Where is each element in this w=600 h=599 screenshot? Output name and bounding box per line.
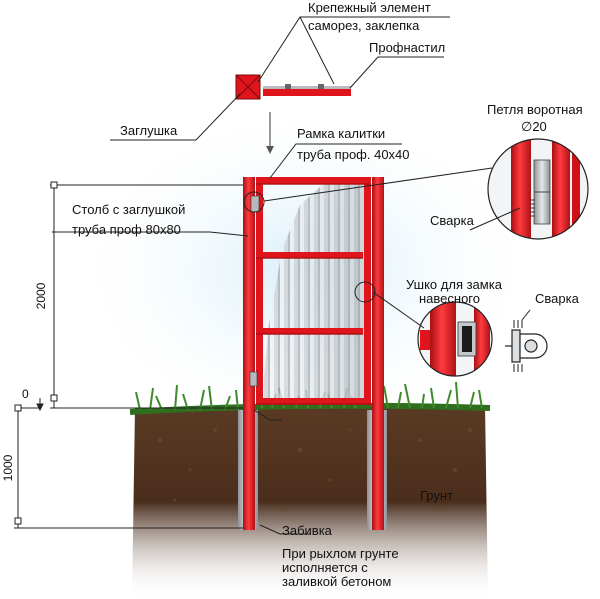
frame-label-line2: труба проф. 40х40 bbox=[297, 147, 410, 162]
dimension-zero-level: 0 bbox=[22, 387, 29, 401]
post-label-line2: труба проф 80х80 bbox=[72, 222, 181, 237]
fastener-label-line2: саморез, заклепка bbox=[308, 18, 420, 33]
right-post bbox=[372, 177, 384, 530]
drive-label-line3: исполняется с bbox=[282, 560, 368, 575]
zaglushka-label: Заглушка bbox=[120, 123, 178, 138]
fastener-label-line1: Крепежный элемент bbox=[308, 0, 431, 15]
hinge-diameter-label: ∅20 bbox=[521, 119, 547, 134]
lock-eye-sketch bbox=[505, 320, 548, 372]
drive-label-line4: заливкой бетоном bbox=[282, 574, 391, 589]
ground-label: Грунт bbox=[420, 488, 453, 503]
lock-eye-detail-view bbox=[417, 301, 493, 377]
hinge-detail-view bbox=[487, 138, 589, 240]
frame-label-line1: Рамка калитки bbox=[297, 126, 385, 141]
latch-small bbox=[249, 371, 258, 387]
down-arrow-icon bbox=[266, 112, 274, 154]
left-post bbox=[243, 177, 255, 530]
leader-lines bbox=[52, 16, 531, 535]
soil-section bbox=[132, 405, 488, 599]
drive-label-line2: При рыхлом грунте bbox=[282, 546, 399, 561]
post-label-line1: Столб с заглушкой bbox=[72, 202, 185, 217]
cap-and-sheet-assembly bbox=[235, 74, 351, 100]
lock-callout-marker bbox=[354, 281, 376, 303]
hinge-callout-marker bbox=[243, 191, 265, 213]
weld-lock-label: Сварка bbox=[535, 291, 580, 306]
weld-hinge-label: Сварка bbox=[430, 213, 475, 228]
gate-frame bbox=[256, 177, 371, 405]
profnastil-label: Профнастил bbox=[369, 40, 445, 55]
lock-label-line1: Ушко для замка bbox=[406, 277, 503, 292]
dimension-labels: 2000 1000 0 bbox=[1, 282, 48, 481]
hinge-label-line1: Петля воротная bbox=[487, 102, 583, 117]
dimension-height-below: 1000 bbox=[1, 454, 15, 481]
hinge-small bbox=[250, 195, 260, 213]
labels: Крепежный элемент саморез, заклепка Проф… bbox=[72, 0, 583, 589]
dimension-height-above: 2000 bbox=[34, 282, 48, 309]
dimension-lines bbox=[14, 181, 243, 529]
lock-label-line2: навесного bbox=[419, 291, 480, 306]
drive-label-line1: Забивка bbox=[282, 523, 333, 538]
